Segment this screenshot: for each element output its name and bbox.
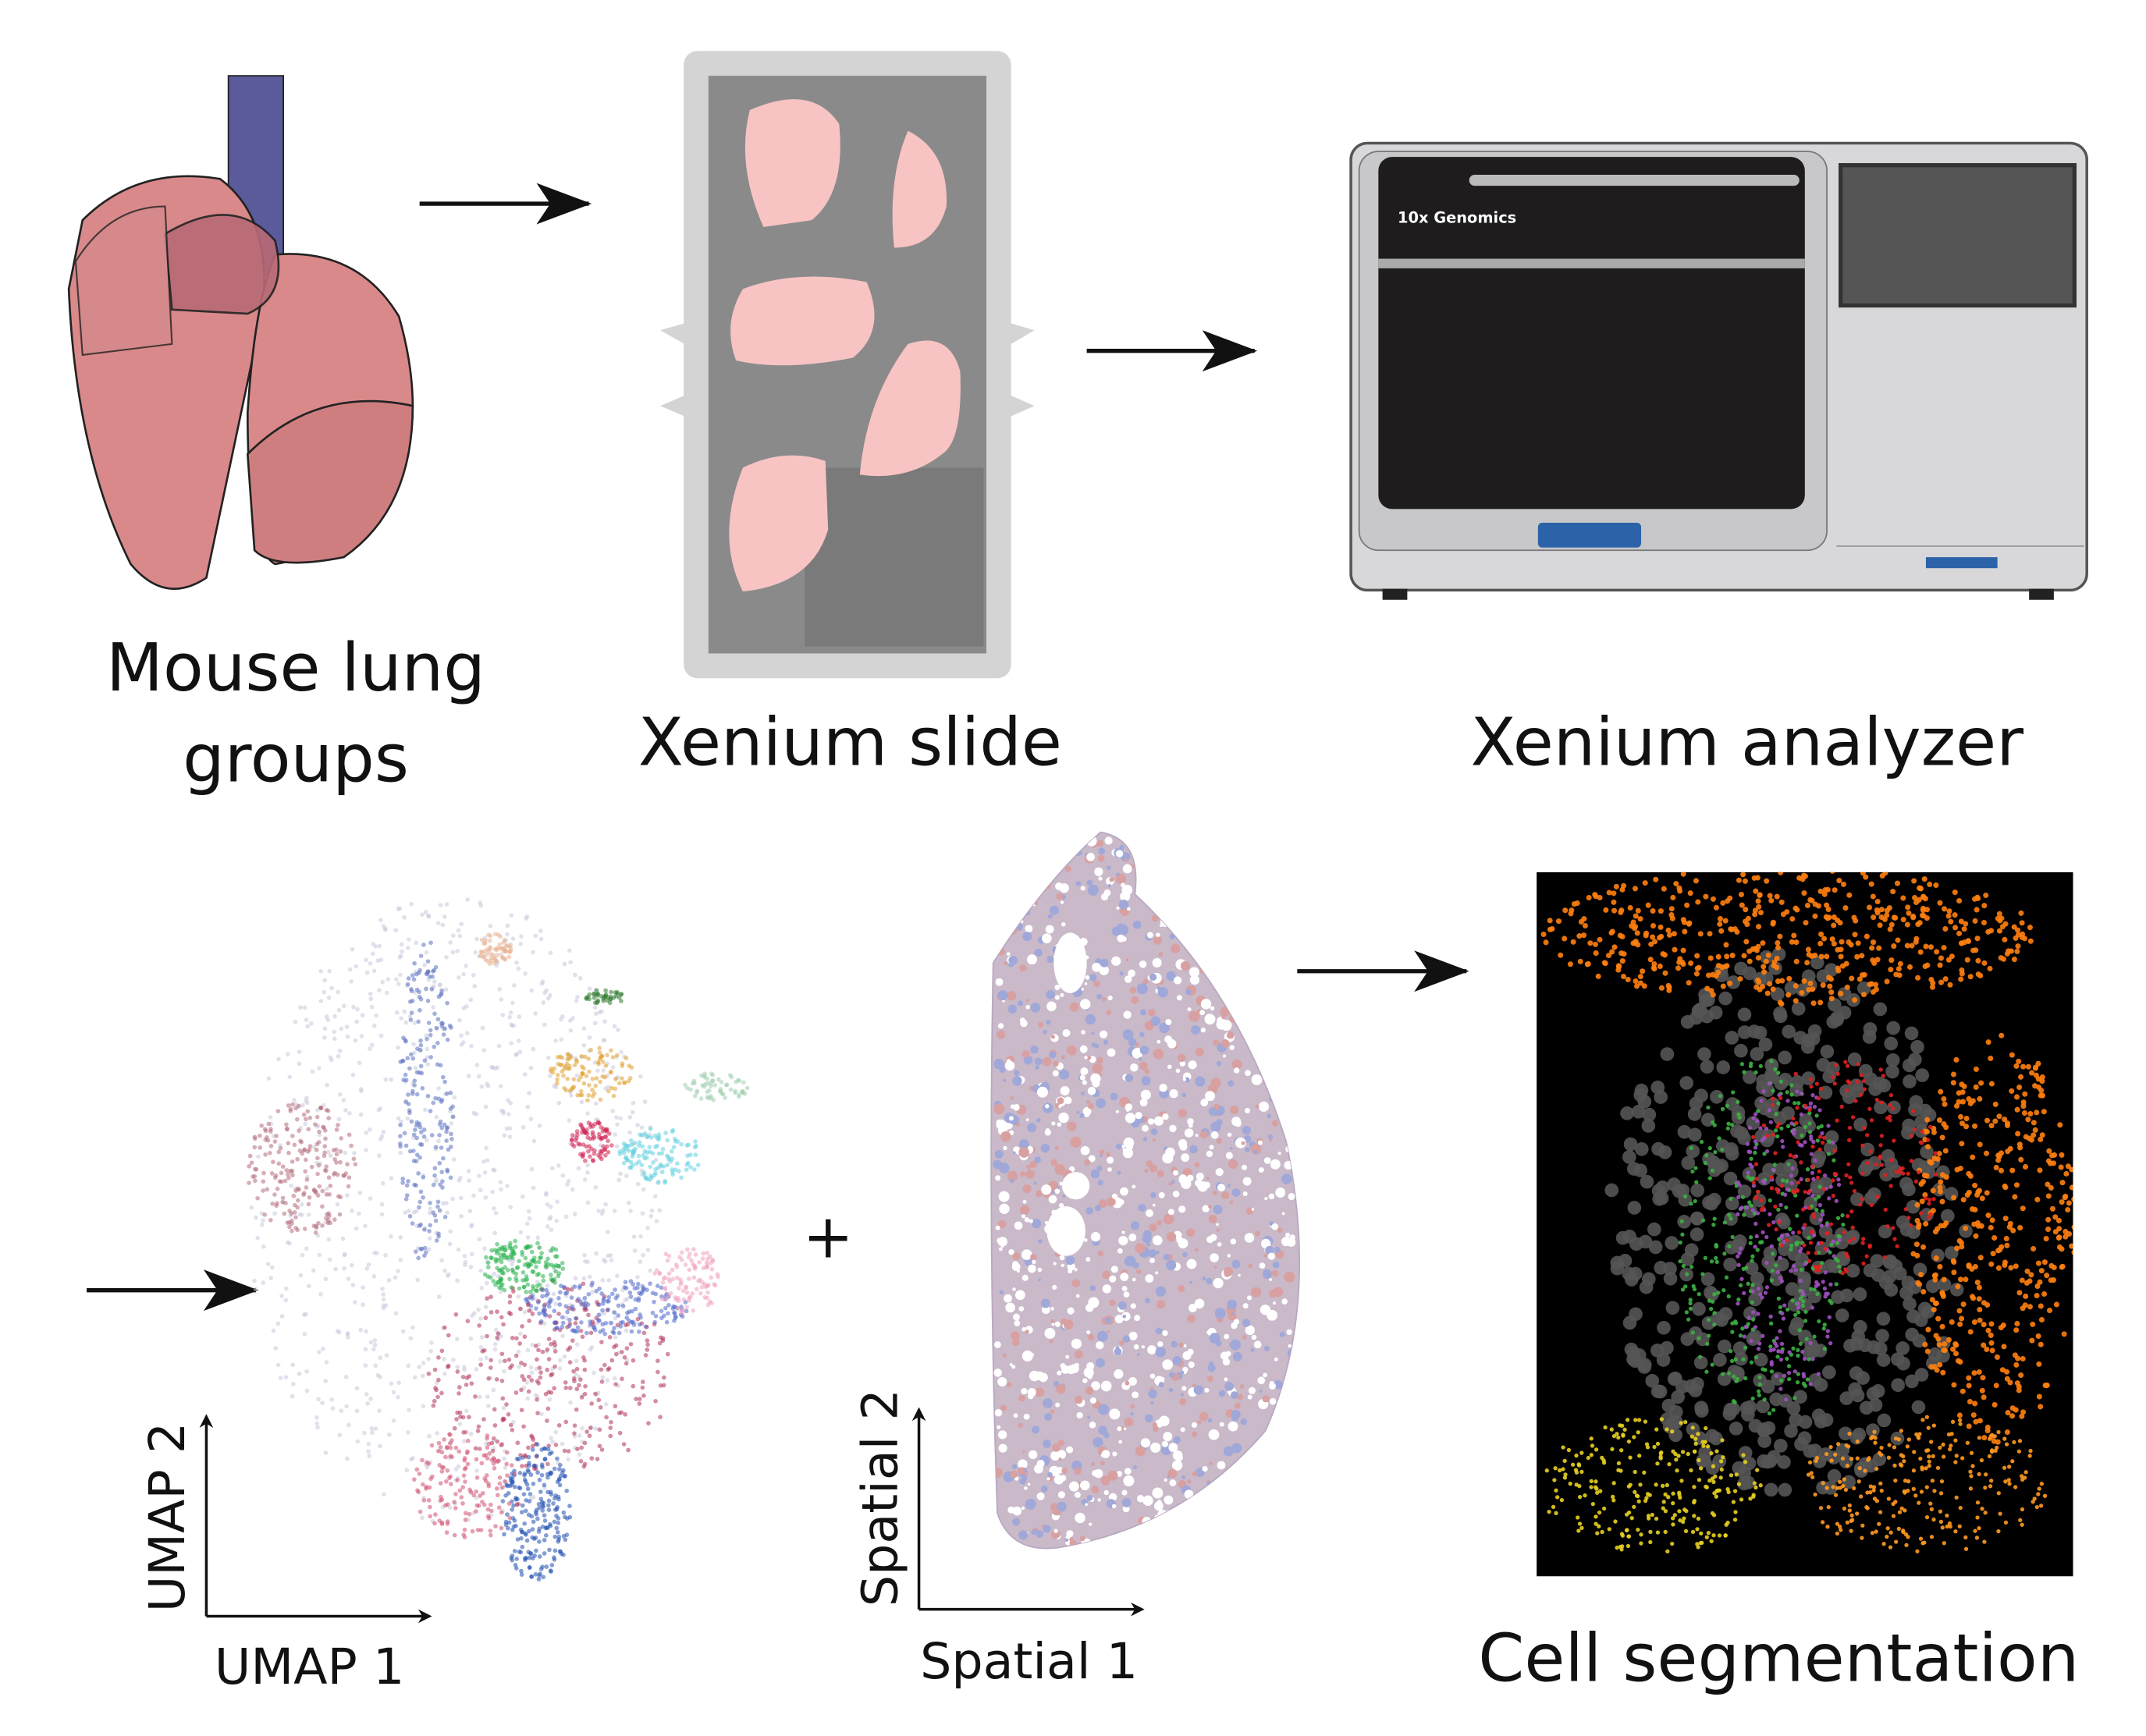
cell-segmentation-label: Cell segmentation — [1478, 1619, 2079, 1696]
mouse-lung-illustration — [67, 75, 414, 590]
umap-x-label: UMAP 1 — [215, 1638, 404, 1695]
xenium-slide-illustration — [660, 51, 1035, 679]
mouse-lung-label: Mouse lung — [106, 629, 485, 706]
xenium-slide-label: Xenium slide — [638, 703, 1062, 780]
instrument-button — [1537, 523, 1642, 548]
mouse-lung-label-line2: groups — [183, 719, 409, 797]
xenium-analyzer-illustration: 10x Genomics — [1349, 141, 2088, 600]
xenium-analyzer-label: Xenium analyzer — [1471, 703, 2024, 780]
instrument-logo: 10x Genomics — [1398, 209, 1516, 227]
instrument-screen — [1839, 163, 2077, 308]
umap-plot — [247, 897, 750, 1582]
umap-y-label: UMAP 2 — [138, 1422, 196, 1612]
spatial-y-label: Spatial 2 — [851, 1389, 908, 1606]
spatial-tissue-plot — [990, 831, 1301, 1550]
plus-sign: + — [803, 1202, 854, 1272]
spatial-x-label: Spatial 1 — [920, 1632, 1138, 1690]
cell-segmentation-image — [1537, 872, 2073, 1577]
tissue-sections — [729, 99, 961, 592]
instrument-door — [1378, 157, 1805, 509]
